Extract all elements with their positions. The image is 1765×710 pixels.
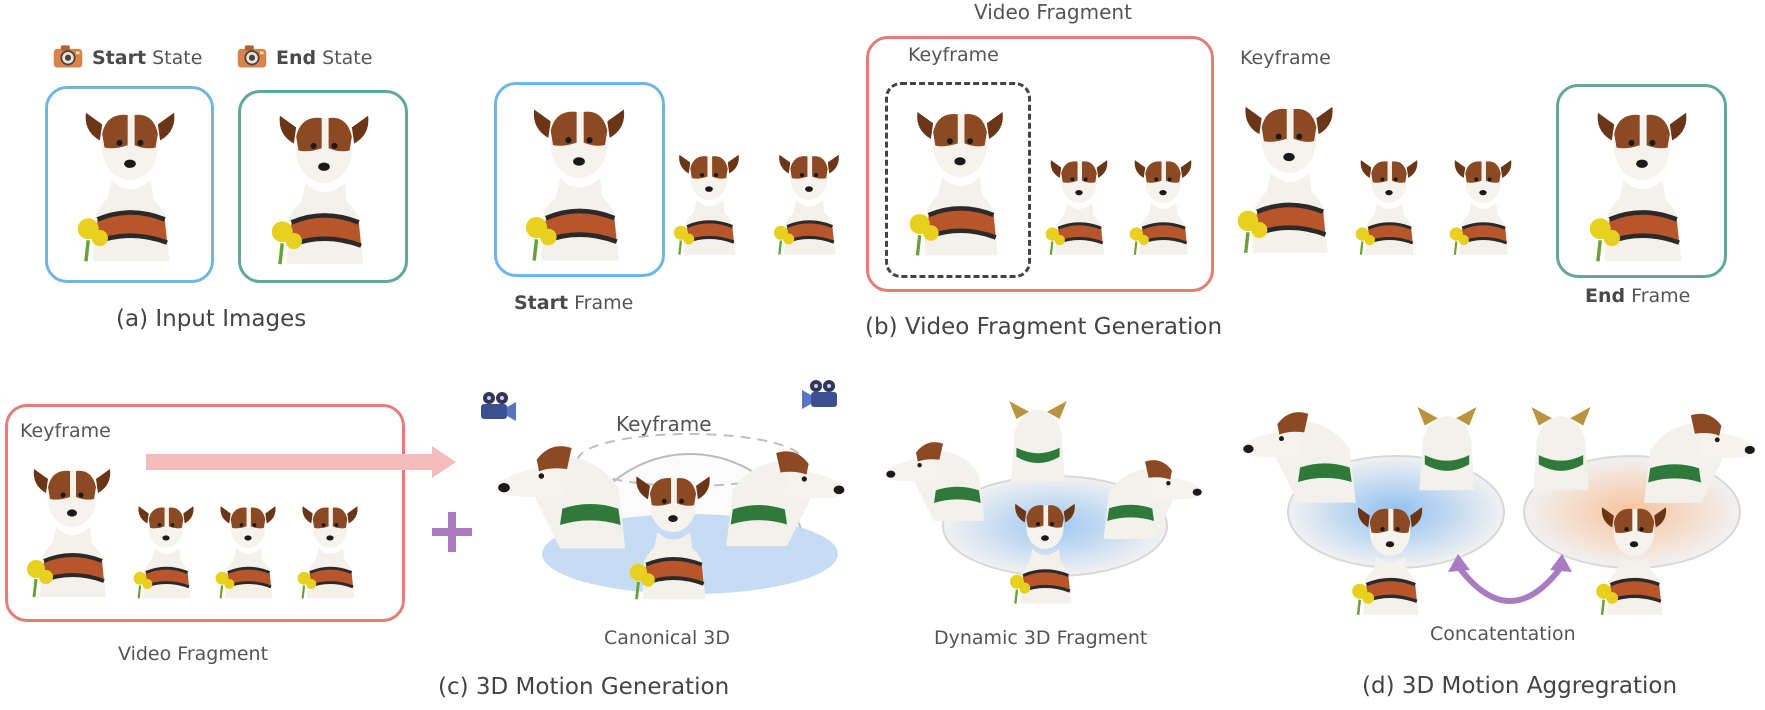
dog-illustration <box>490 430 630 550</box>
start-state-label: Start State <box>92 47 203 69</box>
dog-illustration <box>904 96 1016 258</box>
start-state-frame <box>45 86 214 283</box>
dog-illustration <box>294 494 366 602</box>
dog-illustration <box>1232 88 1346 258</box>
end-state-label: End State <box>276 47 373 69</box>
video-fragment-label: Video Fragment <box>118 643 269 665</box>
flow-arrow <box>146 446 456 478</box>
panel-c-caption: (c) 3D Motion Generation <box>438 674 730 700</box>
video-camera-icon <box>478 390 518 424</box>
dog-illustration <box>1352 144 1426 262</box>
panel-d-caption: (d) 3D Motion Aggregration <box>1362 673 1678 699</box>
dog-illustration <box>880 430 988 522</box>
dog-illustration <box>520 92 638 264</box>
panel-a-caption: (a) Input Images <box>116 306 307 332</box>
dog-illustration <box>1410 394 1484 494</box>
video-fragment-top-label: Video Fragment <box>974 0 1132 24</box>
dog-illustration <box>722 434 852 550</box>
start-frame-box <box>494 82 665 277</box>
dog-illustration <box>130 494 202 602</box>
dog-illustration <box>1006 490 1084 608</box>
camera-icon <box>52 42 84 70</box>
camera-icon <box>236 42 268 70</box>
video-fragment-box-c <box>5 404 405 622</box>
canonical-3d-label: Canonical 3D <box>604 627 731 649</box>
panel-b-caption: (b) Video Fragment Generation <box>865 314 1223 340</box>
dynamic-3d-fragment-label: Dynamic 3D Fragment <box>934 627 1148 649</box>
dog-illustration <box>22 452 122 602</box>
plus-icon <box>432 512 472 552</box>
video-fragment-box <box>866 36 1214 292</box>
end-frame-label: End Frame <box>1585 285 1691 307</box>
dog-illustration <box>670 138 748 262</box>
dog-illustration <box>1100 448 1208 540</box>
end-state-frame <box>238 90 408 283</box>
sphere-keyframe-label: Keyframe <box>616 412 712 436</box>
dog-illustration <box>1592 494 1676 618</box>
video-camera-icon <box>800 378 840 412</box>
dog-illustration <box>1446 144 1520 262</box>
keyframe-label: Keyframe <box>1240 47 1331 69</box>
dog-illustration <box>1002 392 1074 482</box>
concatenation-arrow <box>1448 554 1572 604</box>
keyframe-label: Keyframe <box>908 44 999 66</box>
dog-illustration <box>770 138 848 262</box>
dog-illustration <box>266 100 382 266</box>
dog-illustration <box>72 96 188 264</box>
dog-illustration <box>1236 398 1360 504</box>
dog-illustration <box>1640 400 1762 504</box>
start-frame-label: Start Frame <box>514 292 634 314</box>
dog-illustration <box>1584 96 1700 264</box>
keyframe-label: Keyframe <box>20 420 111 442</box>
dog-illustration <box>625 460 721 604</box>
dog-illustration <box>212 494 284 602</box>
concatenation-label: Concatentation <box>1430 623 1576 645</box>
dog-illustration <box>1042 144 1116 262</box>
dog-illustration <box>1348 494 1432 618</box>
dog-illustration <box>1524 394 1598 494</box>
end-frame-box <box>1556 84 1727 278</box>
keyframe-dashed-box <box>885 82 1031 278</box>
dog-illustration <box>1126 144 1200 262</box>
